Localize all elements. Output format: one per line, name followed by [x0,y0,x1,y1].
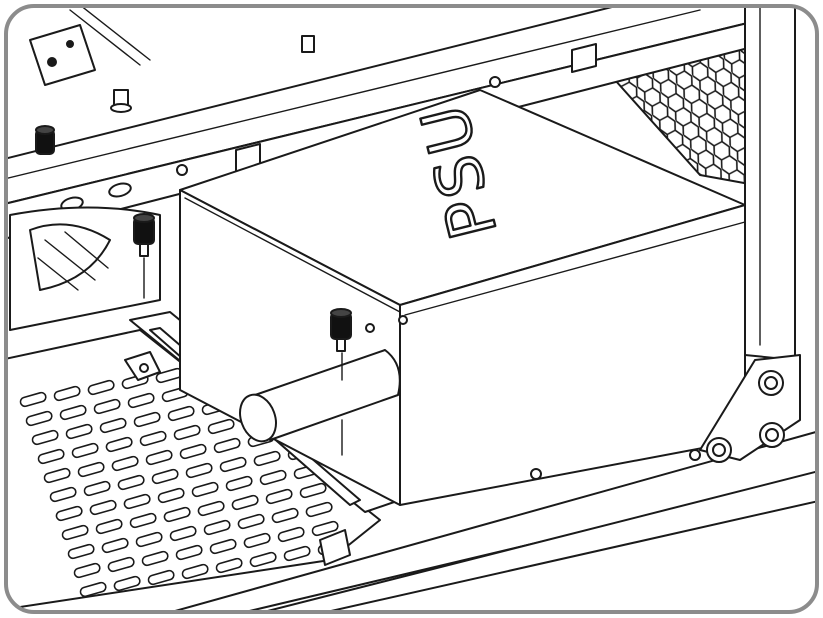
floor-slot [185,462,213,479]
floor-slot [83,480,111,497]
floor-slot [147,569,175,586]
floor-slot [277,526,305,543]
floor-slot [253,450,281,467]
floor-slot [77,461,105,478]
floor-slot [111,455,139,472]
floor-slot [175,544,203,561]
right-corner-post [530,6,801,480]
floor-slot [167,405,195,422]
floor-slot [145,449,173,466]
floor-slot [219,456,247,473]
floor-slot [59,404,87,421]
floor-slot [55,505,83,522]
floor-slot [49,486,77,503]
floor-slot [105,436,133,453]
floor-slot [139,430,167,447]
floor-slot [243,532,271,549]
floor-slot [95,518,123,535]
case-fan [9,206,161,331]
floor-slot [249,551,277,568]
thumb-screw-left [133,213,155,299]
floor-slot [179,443,207,460]
floor-slot [203,519,231,536]
floor-slot [113,575,141,592]
psu-cable-barrel [239,349,401,443]
floor-slot [157,487,185,504]
floor-slot [133,411,161,428]
floor-slot [99,417,127,434]
floor-slot [61,524,89,541]
floor-slot [67,543,95,560]
floor-slot [101,537,129,554]
floor-slot [231,494,259,511]
floor-slot [305,501,333,518]
floor-slot [93,398,121,415]
floor-slot [259,469,287,486]
floor-slot [169,525,197,542]
floor-slot [79,581,107,598]
floor-slot [283,545,311,562]
floor-slot [141,550,169,567]
floor-slot [225,475,253,492]
floor-slot [53,385,81,402]
floor-slot [191,481,219,498]
floor-slot [43,467,71,484]
floor-slot [19,391,47,408]
thumb-screw-top [35,125,55,155]
floor-slot [163,506,191,523]
floor-slot [127,392,155,409]
floor-slot [31,429,59,446]
floor-slot [215,557,243,574]
floor-slot [265,488,293,505]
floor-slot [209,538,237,555]
floor-slot [311,520,339,537]
floor-slot [129,512,157,529]
floor-slot [107,556,135,573]
floor-slot [271,507,299,524]
floor-slot [181,563,209,580]
floor-slot [237,513,265,530]
floor-slot [299,482,327,499]
floor-slot [123,493,151,510]
floor-slot [37,448,65,465]
floor-slot [117,474,145,491]
floor-slot [25,410,53,427]
floor-slot [207,418,235,435]
floor-slot [173,424,201,441]
floor-slot [87,379,115,396]
floor-slot [135,531,163,548]
frame-border [4,4,819,614]
floor-slot [71,442,99,459]
floor-slot [213,437,241,454]
thumb-screw-right [330,308,352,456]
floor-slot [65,423,93,440]
power-supply-unit [179,89,746,506]
floor-slot [197,500,225,517]
bottom-front-rail [149,429,817,612]
floor-slot [151,468,179,485]
floor-slot [73,562,101,579]
floor-slot [89,499,117,516]
